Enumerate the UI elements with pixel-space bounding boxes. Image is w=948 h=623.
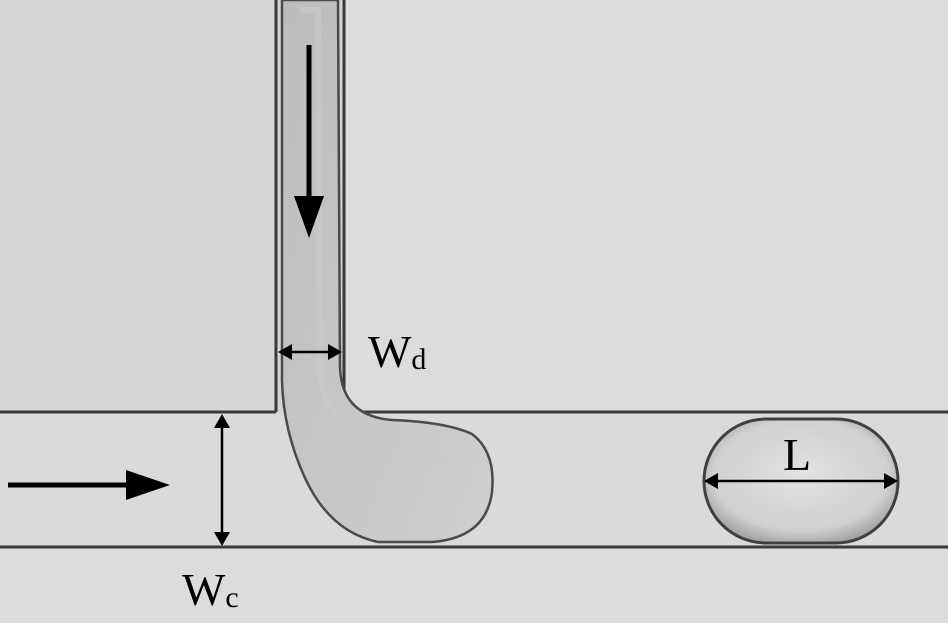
l-label: L <box>783 429 811 480</box>
continuous-phase-flow-arrow <box>8 470 170 500</box>
wc-label: Wc <box>182 564 239 615</box>
wd-dimension-line <box>278 344 342 360</box>
droplet-inner-highlight <box>300 6 462 473</box>
channel-walls <box>0 0 948 549</box>
dispersed-phase-flow-arrow <box>294 45 324 238</box>
wc-dimension-line <box>214 414 230 546</box>
background-right-panel <box>345 0 948 410</box>
l-dimension-line <box>704 473 898 489</box>
emerging-droplet <box>280 0 494 544</box>
wd-label: Wd <box>368 326 426 377</box>
background-bottom-panel <box>0 548 948 623</box>
